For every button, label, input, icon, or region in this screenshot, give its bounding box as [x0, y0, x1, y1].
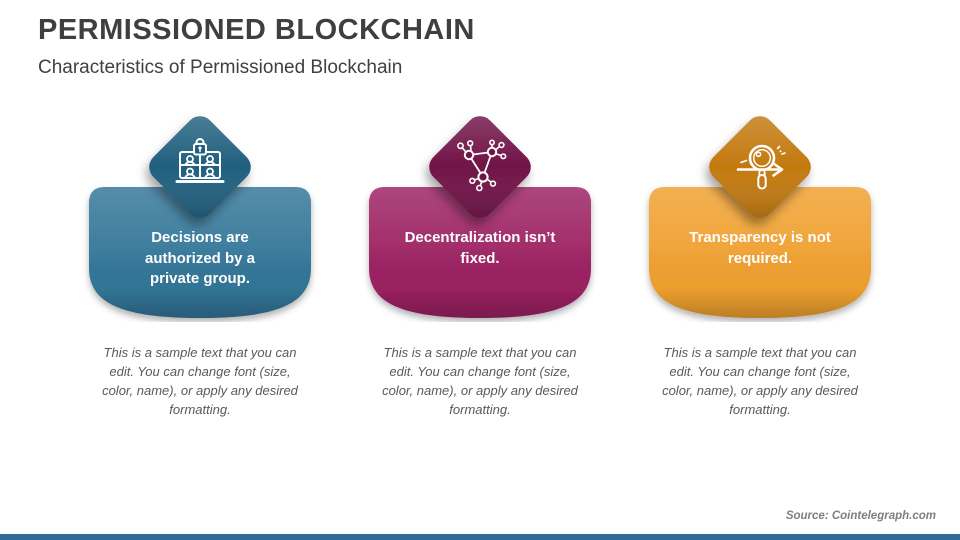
page-subtitle: Characteristics of Permissioned Blockcha… [38, 57, 403, 78]
card-description: This is a sample text that you can edit.… [662, 345, 858, 417]
card-graphic-2 [369, 116, 591, 318]
card-label: Transparency is not required. [689, 229, 831, 267]
search-arrow-icon [736, 144, 786, 190]
card-gloss [649, 187, 871, 318]
cards-row: Decisions are authorized by a private gr… [0, 110, 960, 419]
card-description: This is a sample text that you can edit.… [382, 345, 578, 417]
diamond-badge [709, 116, 811, 218]
source-credit: Source: Cointelegraph.com [785, 510, 936, 522]
video-conference-lock-icon [175, 138, 225, 183]
slide-header: PERMISSIONED BLOCKCHAIN Characteristics … [38, 14, 475, 79]
card-gloss [369, 187, 591, 318]
card-graphic-3 [649, 116, 871, 318]
card-label: Decisions are authorized by a private gr… [144, 229, 256, 288]
page-title: PERMISSIONED BLOCKCHAIN [38, 14, 475, 46]
card-graphic-1 [89, 116, 311, 318]
card-label: Decentralization isn’t fixed. [404, 229, 556, 267]
diamond-badge [429, 116, 531, 218]
footer-accent-bar [0, 534, 960, 540]
card-private-group: Decisions are authorized by a private gr… [60, 110, 340, 419]
card-gloss [89, 187, 311, 318]
card-description: This is a sample text that you can edit.… [102, 345, 298, 417]
network-nodes-icon [457, 139, 507, 192]
card-decentralization: Decentralization isn’t fixed. This is a … [340, 110, 620, 419]
card-transparency: Transparency is not required. This is a … [620, 110, 900, 419]
